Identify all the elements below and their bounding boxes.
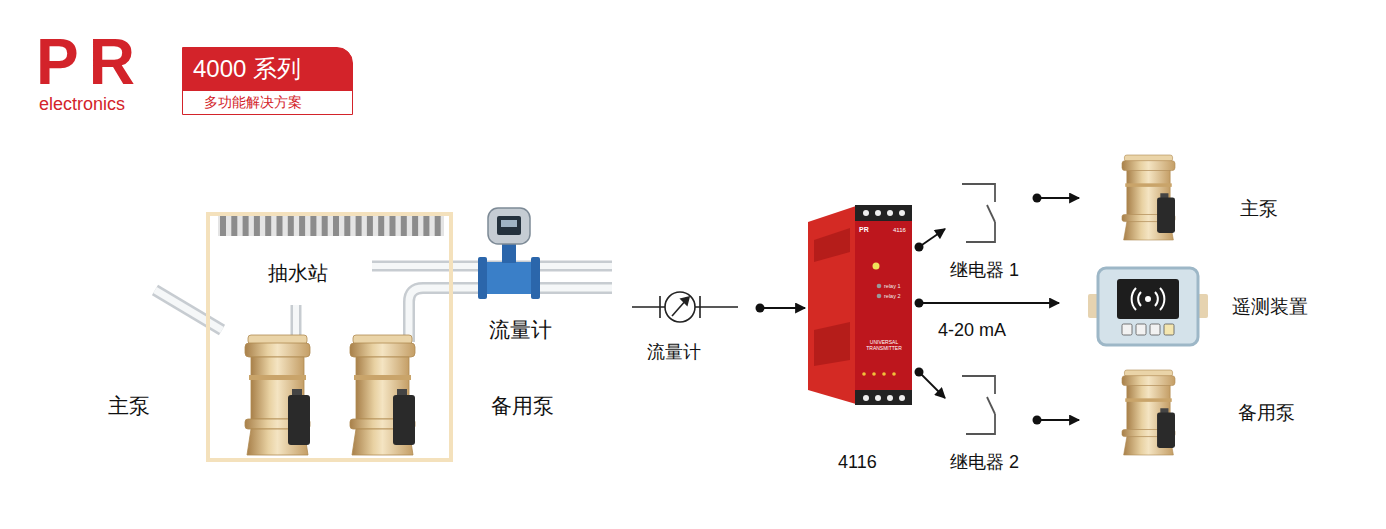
transmitter-4116: 4116 [806, 200, 914, 478]
device-logo: PR [859, 226, 869, 234]
grate-bar [435, 216, 441, 236]
signal-arrow [919, 229, 945, 247]
grate-bar [333, 216, 339, 236]
pump-illustration [245, 335, 310, 455]
node-label: 遥测装置 [1232, 296, 1308, 318]
part-label: 备用泵 [491, 394, 554, 418]
grate-bar [231, 216, 237, 236]
node-label: 继电器 2 [950, 452, 1019, 473]
connector-dot [1033, 416, 1042, 425]
connector-dot [1033, 194, 1042, 203]
node-label: 抽水站 [268, 262, 328, 285]
signal-arrow [1037, 419, 1079, 421]
grate-bar [288, 216, 294, 236]
connector-dot [756, 304, 765, 313]
station-grate [218, 216, 444, 236]
grate-bar [299, 216, 305, 236]
node-label: 主泵 [1240, 198, 1278, 220]
pipe [155, 290, 222, 330]
grate-bar [412, 216, 418, 236]
node-label: 继电器 1 [950, 260, 1019, 281]
grate-bar [378, 216, 384, 236]
connector-dot [915, 299, 924, 308]
relay-symbol [962, 184, 995, 242]
brand-name: electronics [39, 94, 125, 115]
signal-arrow [760, 307, 805, 309]
relay-contact: 继电器 2 [946, 366, 1032, 477]
grate-bar [401, 216, 407, 236]
node-label: 多功能解决方案 [204, 94, 302, 110]
signal-arrow [1037, 197, 1079, 199]
grate-bar [390, 216, 396, 236]
node-label: 备用泵 [1238, 402, 1295, 424]
flowmeter-symbol-drawing [632, 292, 738, 322]
grate-bar [265, 216, 271, 236]
connector-dot [915, 243, 924, 252]
pump-station-box: 抽水站 [206, 212, 453, 462]
node-label: 流量计 [647, 342, 701, 363]
node-label: 4116 [838, 452, 877, 473]
pipe [409, 288, 612, 342]
transmitter-illustration [808, 205, 912, 405]
brand-logo: PR [36, 30, 145, 94]
grate-bar [322, 216, 328, 236]
flowmeter-illustration [478, 208, 540, 299]
grate-bar [356, 216, 362, 236]
signal-arrow [919, 372, 945, 398]
device-type: UNIVERSAL TRANSMITTER [862, 340, 906, 352]
led-label: relay 2 [884, 293, 901, 299]
grate-bar [277, 216, 283, 236]
grate-bar [310, 216, 316, 236]
grate-bar [344, 216, 350, 236]
telemetry-illustration [1088, 268, 1208, 345]
grate-bar [220, 216, 226, 236]
grate-bar [423, 216, 429, 236]
series-badge: 4000 系列多功能解决方案 [182, 47, 353, 115]
part-label: 流量计 [489, 318, 552, 342]
relay-symbol [962, 376, 995, 434]
pump-illustration [1122, 370, 1175, 455]
led-label: relay 1 [884, 283, 901, 289]
grate-bar [367, 216, 373, 236]
node-label: 4000 系列 [193, 55, 301, 83]
part-label: 主泵 [108, 394, 150, 418]
grate-bar [254, 216, 260, 236]
signal-label: 4-20 mA [936, 320, 1008, 341]
backup-pump: 备用泵 [1080, 362, 1305, 460]
signal-arrow [919, 302, 1059, 304]
main-pump: 主泵 [1080, 150, 1298, 245]
connector-dot [915, 368, 924, 377]
relay-contact: 继电器 1 [946, 178, 1032, 285]
device-model: 4116 [893, 227, 906, 234]
flowmeter-symbol: 流量计 [630, 284, 755, 367]
grate-bar [243, 216, 249, 236]
telemetry-unit: 遥测装置 [1060, 262, 1320, 350]
pump-illustration [350, 335, 415, 455]
pump-illustration [1122, 155, 1175, 240]
